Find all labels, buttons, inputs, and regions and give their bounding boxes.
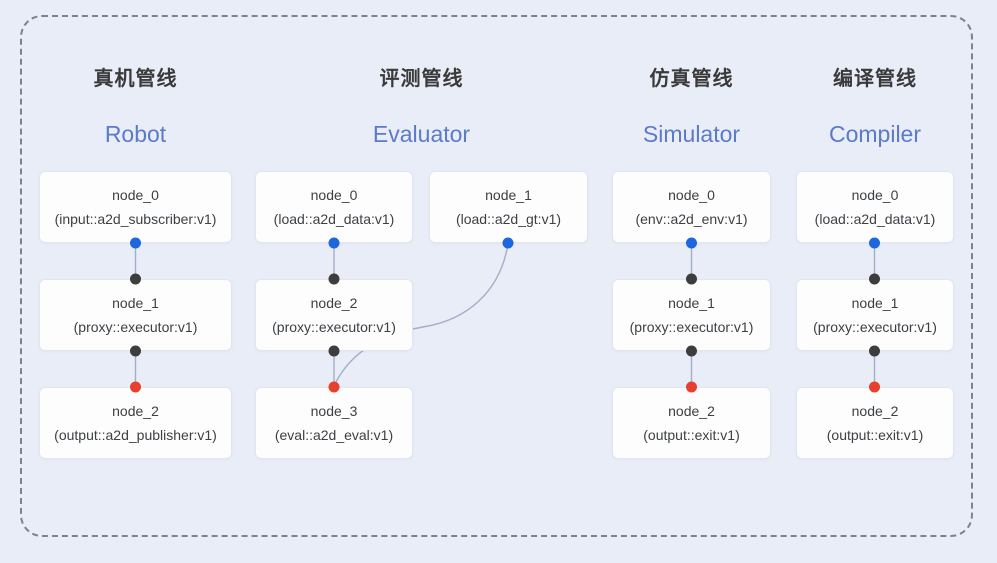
node-box-sim-0: node_0 (env::a2d_env:v1) <box>612 171 771 243</box>
pipeline-simulator: 仿真管线 Simulator node_0 (env::a2d_env:v1) … <box>612 0 771 563</box>
node-type: (eval::a2d_eval:v1) <box>274 427 394 443</box>
node-type: (proxy::executor:v1) <box>813 319 937 335</box>
dashed-border-frame <box>20 15 973 537</box>
node-box-sim-2: node_2 (output::exit:v1) <box>612 387 771 459</box>
node-box-sim-1: node_1 (proxy::executor:v1) <box>612 279 771 351</box>
pipeline-title-zh: 编译管线 <box>833 68 917 90</box>
pipeline-title-en: Robot <box>104 121 167 147</box>
node-name: node_0 <box>310 187 358 203</box>
node-box-comp-0: node_0 (load::a2d_data:v1) <box>796 171 954 243</box>
pipeline-title-en: Compiler <box>828 121 922 147</box>
node-type: (output::exit:v1) <box>643 427 740 443</box>
node-name: node_2 <box>668 403 715 419</box>
pipeline-title-zh: 真机管线 <box>93 68 178 90</box>
node-name: node_2 <box>310 295 358 311</box>
node-type: (input::a2d_subscriber:v1) <box>54 211 217 227</box>
pipeline-title-zh: 仿真管线 <box>649 68 734 90</box>
node-name: node_2 <box>851 403 899 419</box>
node-type: (proxy::executor:v1) <box>73 319 198 335</box>
pipeline-title-en: Evaluator <box>372 121 471 147</box>
node-box-eval-0: node_0 (load::a2d_data:v1) <box>255 171 413 243</box>
node-type: (load::a2d_data:v1) <box>814 211 936 227</box>
node-type: (load::a2d_data:v1) <box>273 211 395 227</box>
node-type: (output::exit:v1) <box>826 427 924 443</box>
node-name: node_1 <box>112 295 159 311</box>
node-name: node_0 <box>668 187 715 203</box>
node-box-eval-1: node_1 (load::a2d_gt:v1) <box>429 171 588 243</box>
node-type: (env::a2d_env:v1) <box>635 211 748 227</box>
pipeline-compiler: 编译管线 Compiler node_0 (load::a2d_data:v1)… <box>796 0 954 563</box>
node-box-eval-3: node_3 (eval::a2d_eval:v1) <box>255 387 413 459</box>
node-box-comp-2: node_2 (output::exit:v1) <box>796 387 954 459</box>
node-box-eval-2: node_2 (proxy::executor:v1) <box>255 279 413 351</box>
node-type: (proxy::executor:v1) <box>629 319 754 335</box>
node-box-robot-0: node_0 (input::a2d_subscriber:v1) <box>39 171 232 243</box>
node-type: (output::a2d_publisher:v1) <box>54 427 217 443</box>
node-name: node_1 <box>668 295 715 311</box>
node-name: node_0 <box>112 187 159 203</box>
node-name: node_2 <box>112 403 159 419</box>
pipeline-robot: 真机管线 Robot node_0 (input::a2d_subscriber… <box>39 0 232 563</box>
node-name: node_1 <box>851 295 899 311</box>
node-name: node_0 <box>851 187 899 203</box>
node-box-robot-1: node_1 (proxy::executor:v1) <box>39 279 232 351</box>
node-box-comp-1: node_1 (proxy::executor:v1) <box>796 279 954 351</box>
node-type: (load::a2d_gt:v1) <box>455 211 562 227</box>
pipeline-title-zh: 评测管线 <box>379 68 464 90</box>
node-name: node_3 <box>310 403 358 419</box>
pipeline-evaluator: 评测管线 Evaluator node_0 (load::a2d_data:v1… <box>255 0 588 563</box>
node-box-robot-2: node_2 (output::a2d_publisher:v1) <box>39 387 232 459</box>
pipeline-title-en: Simulator <box>642 121 741 147</box>
node-type: (proxy::executor:v1) <box>272 319 396 335</box>
node-name: node_1 <box>485 187 532 203</box>
